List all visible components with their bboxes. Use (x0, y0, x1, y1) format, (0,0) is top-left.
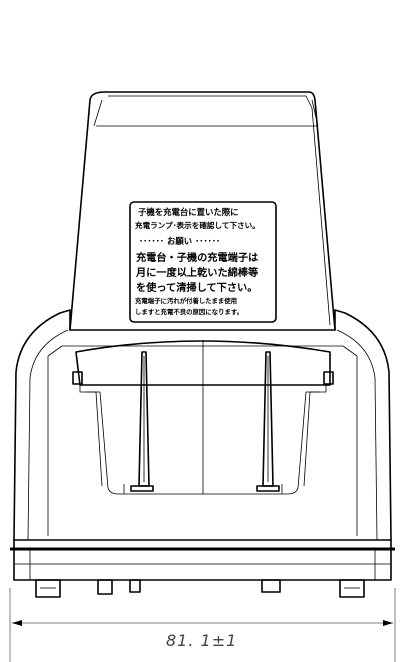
dimension-width-label: 81. 1±1 (166, 631, 237, 650)
charging-cradle-base (13, 309, 392, 541)
label-line-8: しますと充電不良の原因になります。 (135, 307, 243, 316)
charging-terminal-right (256, 351, 280, 492)
handset-pocket (72, 340, 334, 495)
dimension-arrow-left-icon (12, 620, 22, 626)
width-dimension: 81. 1±1 (9, 588, 396, 662)
charging-terminal-left (130, 351, 154, 492)
caution-label-plate: 子機を充電台に置いた際に 充電ランプ･表示を確認して下さい。 ･･････ お願… (129, 201, 277, 323)
label-line-5: 月に一度以上乾いた綿棒等 (135, 266, 258, 279)
label-line-6: を使って清掃して下さい。 (136, 281, 257, 294)
rubber-feet (35, 579, 365, 598)
label-line-2: 充電ランプ･表示を確認して下さい。 (135, 220, 260, 230)
dimension-arrow-right-icon (383, 620, 393, 626)
label-line-1: 子機を充電台に置いた際に (138, 207, 239, 217)
label-line-7: 充電端子に汚れが付着したまま使用 (135, 296, 237, 305)
label-line-3: ･･････ お願い ･･････ (139, 236, 220, 246)
label-line-4: 充電台・子機の充電端子は (136, 251, 258, 264)
base-plinth (10, 539, 395, 581)
